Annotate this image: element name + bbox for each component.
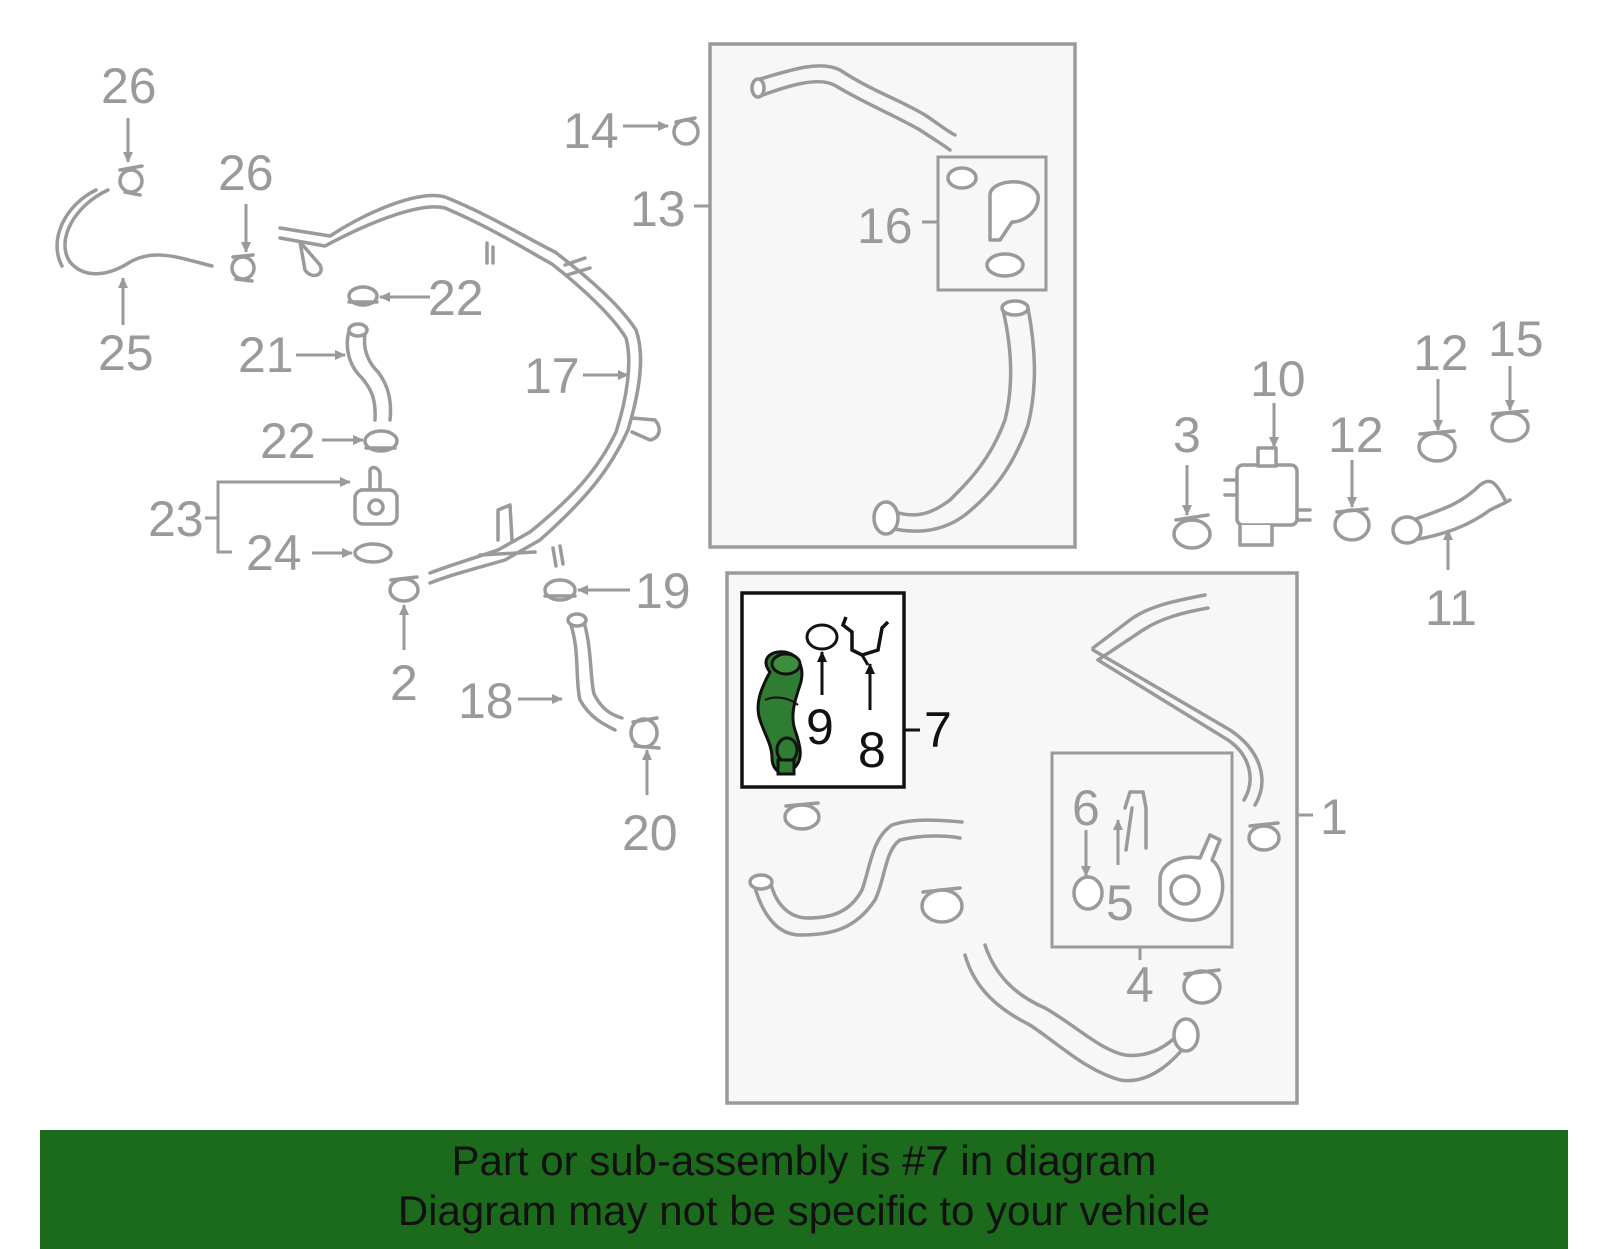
clamp-part-12-b [1417,429,1457,463]
clamp-part-26-a [118,164,144,197]
callout-1: 1 [1320,789,1348,845]
fitting-part-23 [353,465,399,526]
hose-box1-b [963,943,1200,1083]
clamp-part-2 [388,575,420,603]
callout-8: 8 [858,722,886,778]
callout-16: 16 [857,198,913,254]
callout-11: 11 [1425,580,1477,636]
callout-14: 14 [563,103,619,159]
part-7-highlighted [756,650,804,776]
housing-part-4 [1158,833,1225,922]
o-ring-part-6 [1072,875,1104,911]
clamp-part-4 [1182,968,1222,1005]
callout-26-a: 26 [101,58,157,114]
clamp-part-20 [629,716,661,750]
callout-12-b: 12 [1413,325,1469,381]
clamp-part-14 [672,116,700,146]
clamp-box1-a [783,801,821,831]
valve-part-16 [946,166,1040,278]
callout-22-a: 22 [428,270,484,326]
valve-part-10 [1223,446,1312,547]
clamp-part-22-a [347,285,379,307]
callout-26-b: 26 [218,145,274,201]
hose-part-25 [55,188,214,276]
callout-24: 24 [246,525,302,581]
clamp-part-26-b [230,253,256,283]
callout-22-b: 22 [260,413,316,469]
pipe-part-17 [278,193,661,585]
assembly-box-13 [708,42,1077,549]
callout-9: 9 [806,699,834,755]
callout-12-a: 12 [1328,407,1384,463]
callout-20: 20 [622,805,678,861]
callout-10: 10 [1250,351,1306,407]
clip-part-5 [1123,790,1148,852]
pipe-part-1 [1091,593,1264,807]
clamp-part-22-b [363,429,399,453]
clamp-part-3 [1172,513,1212,550]
callout-7: 7 [924,702,952,758]
callout-23: 23 [148,491,204,547]
callout-6: 6 [1072,780,1100,836]
clamp-box1-b [920,886,964,924]
callout-25: 25 [98,325,154,381]
callout-21: 21 [238,327,294,383]
banner-line-part-info: Part or sub-assembly is #7 in diagram [451,1137,1157,1184]
callout-18: 18 [458,673,514,729]
callout-4: 4 [1126,957,1154,1013]
hose-part-11 [1391,479,1512,545]
o-ring-part-9 [805,623,839,651]
o-ring-part-24 [353,542,393,564]
callout-19: 19 [635,563,691,619]
callout-2: 2 [390,655,418,711]
leader-lines-part-7 [817,651,920,732]
callout-13: 13 [630,181,686,237]
callout-15: 15 [1488,311,1544,367]
callout-17: 17 [524,348,580,404]
hose-box1-a [748,818,964,937]
callout-3: 3 [1173,407,1201,463]
info-banner: Part or sub-assembly is #7 in diagram Di… [40,1130,1568,1249]
hose-part-18 [566,612,624,732]
clamp-part-15 [1490,409,1530,443]
hose-part-13 [750,64,1037,536]
leader-lines [118,118,1515,960]
clamp-part-19 [543,578,577,602]
clamp-part-1 [1247,821,1281,852]
banner-line-disclaimer: Diagram may not be specific to your vehi… [397,1187,1211,1234]
callout-5: 5 [1106,875,1134,931]
hose-part-21 [345,322,393,422]
clamp-part-12-a [1333,507,1371,542]
